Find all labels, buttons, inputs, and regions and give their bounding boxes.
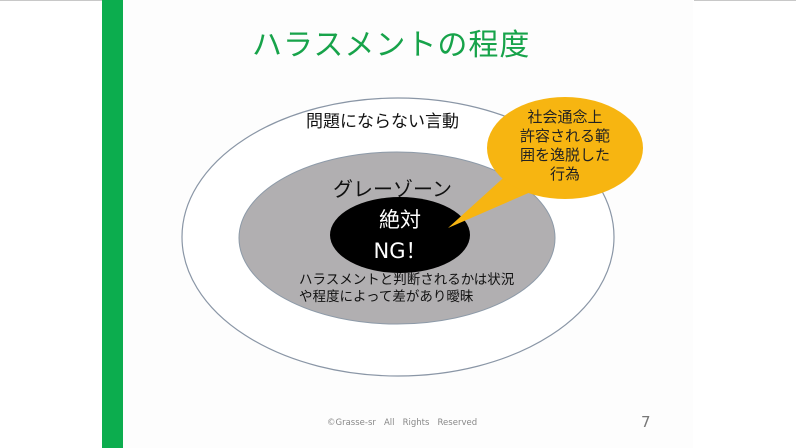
gray-zone-description-line: ハラスメントと判断されるかは状況 bbox=[299, 272, 515, 288]
gray-zone-description-line: や程度によって差があり曖昧 bbox=[299, 289, 474, 305]
copyright-footer: ©Grasse-sr All Rights Reserved bbox=[327, 418, 478, 428]
ng-zone-label-line2: NG！ bbox=[373, 239, 427, 263]
callout-bubble bbox=[448, 97, 643, 228]
window-edge-right bbox=[694, 0, 796, 1]
outer-zone-label: 問題にならない言動 bbox=[306, 112, 459, 132]
callout-text: 社会通念上 許容される範 囲を逸脱した 行為 bbox=[497, 108, 633, 184]
gray-zone-description: ハラスメントと判断されるかは状況 や程度によって差があり曖昧 bbox=[299, 272, 514, 306]
callout-line: 許容される範 bbox=[519, 127, 610, 145]
slide-title: ハラスメントの程度 bbox=[252, 28, 531, 63]
ng-zone-ellipse bbox=[330, 197, 470, 273]
callout-line: 行為 bbox=[549, 165, 580, 183]
gray-zone-label: グレーゾーン bbox=[333, 177, 452, 201]
page-number: 7 bbox=[641, 413, 651, 431]
window-edge-left bbox=[0, 0, 102, 1]
ng-zone-label-line1: 絶対 bbox=[379, 208, 421, 232]
accent-bar bbox=[102, 0, 123, 448]
callout-line: 社会通念上 bbox=[527, 108, 603, 126]
callout-line: 囲を逸脱した bbox=[519, 146, 610, 164]
